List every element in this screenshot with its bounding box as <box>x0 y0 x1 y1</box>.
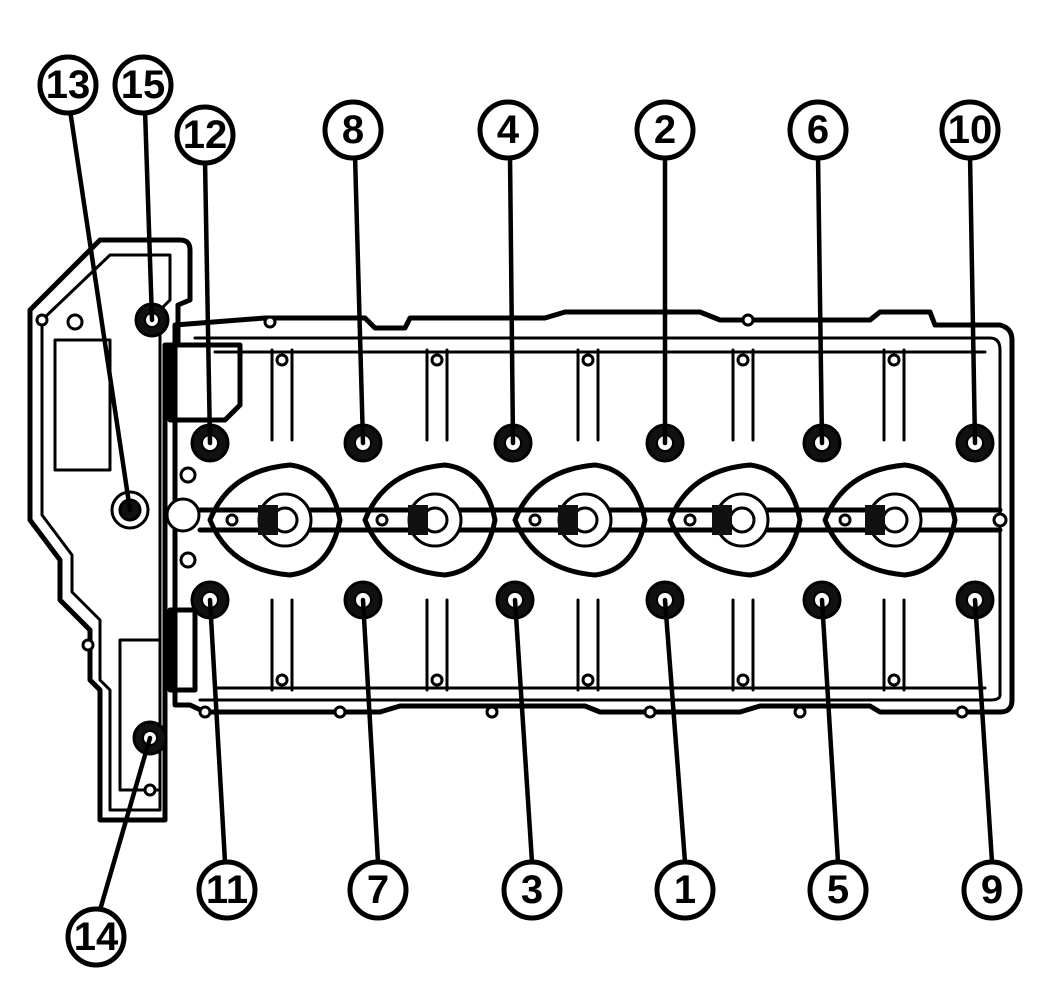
callout-6-label: 6 <box>807 108 829 152</box>
callout-8: 8 <box>322 99 384 161</box>
callout-14: 14 <box>65 906 127 968</box>
callout-15: 15 <box>112 54 174 116</box>
cam-cap-5 <box>822 462 958 578</box>
callout-5: 5 <box>807 859 869 921</box>
callout-10-label: 10 <box>948 108 993 152</box>
callout-9-label: 9 <box>981 868 1003 912</box>
callout-15-label: 15 <box>121 63 166 107</box>
cylinder-head-body <box>27 237 1015 823</box>
callout-12-label: 12 <box>183 113 228 157</box>
callout-14-label: 14 <box>74 915 119 959</box>
callout-10: 10 <box>939 99 1001 161</box>
callout-2: 2 <box>634 99 696 161</box>
callout-6: 6 <box>787 99 849 161</box>
bolt-4-head <box>493 423 533 463</box>
callout-7: 7 <box>347 859 409 921</box>
callout-3: 3 <box>501 859 563 921</box>
callout-4: 4 <box>477 99 539 161</box>
callout-7-label: 7 <box>367 868 389 912</box>
callout-8-label: 8 <box>342 108 364 152</box>
valve-features <box>35 313 1008 797</box>
callout-3-label: 3 <box>521 868 543 912</box>
callout-4-label: 4 <box>497 108 520 152</box>
cam-cap-2 <box>362 462 498 578</box>
callout-13-label: 13 <box>46 63 91 107</box>
cam-cap-4 <box>667 462 803 578</box>
leader-lines <box>67 107 995 913</box>
callout-12: 12 <box>174 104 236 166</box>
callout-1: 1 <box>654 859 716 921</box>
callout-13: 13 <box>37 54 99 116</box>
callout-5-label: 5 <box>827 868 849 912</box>
callout-2-label: 2 <box>654 108 676 152</box>
cam-cap-3 <box>512 462 648 578</box>
cam-cap-1 <box>207 462 343 578</box>
callout-9: 9 <box>961 859 1023 921</box>
callout-1-label: 1 <box>674 868 696 912</box>
callout-11: 11 <box>196 859 258 921</box>
callout-11-label: 11 <box>206 868 248 912</box>
